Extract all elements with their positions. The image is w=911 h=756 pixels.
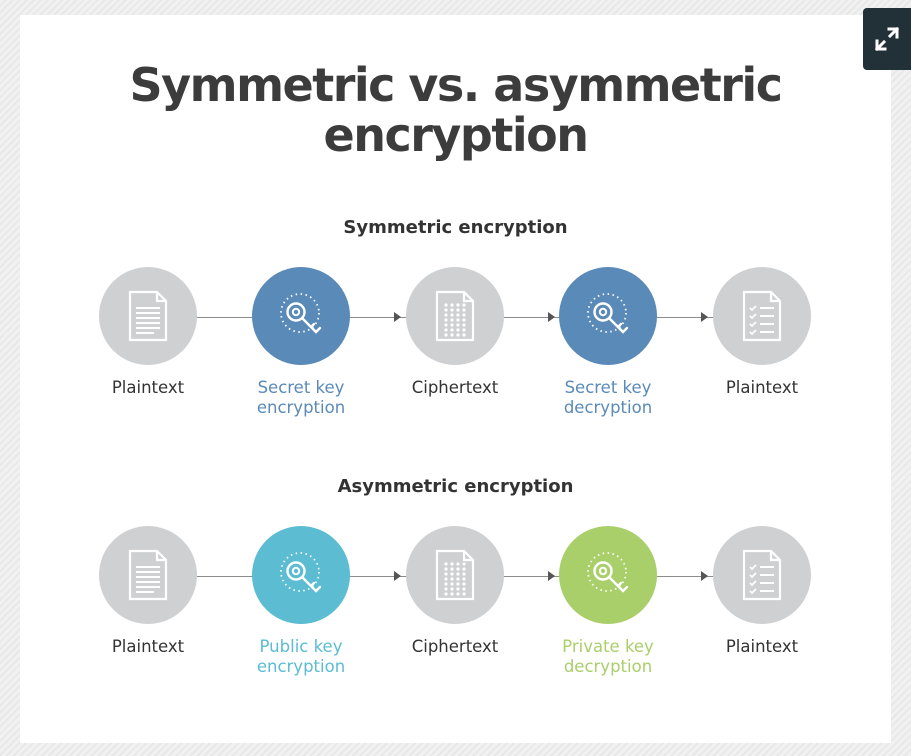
ciphertext-icon [435, 549, 475, 601]
arrow-head [394, 312, 401, 322]
checklist-icon [742, 549, 782, 601]
step-label: Plaintext [725, 378, 799, 397]
arrow-head [701, 571, 708, 581]
flow-step: Ciphertext [385, 526, 525, 657]
step-circle [559, 267, 657, 365]
key-icon [587, 293, 629, 334]
section-title-symmetric: Symmetric encryption [343, 217, 568, 238]
key-icon [280, 293, 322, 334]
expand-icon [874, 26, 900, 52]
step-label: Plaintext [111, 378, 185, 397]
key-icon [587, 552, 629, 593]
step-circle [252, 267, 350, 365]
step-label: Plaintext [111, 637, 185, 656]
flow-step: Plaintext [78, 267, 218, 398]
step-circle [252, 526, 350, 624]
flow-step: Plaintext [78, 526, 218, 657]
arrow-head [548, 571, 555, 581]
document-icon [128, 549, 168, 601]
page-title: Symmetric vs. asymmetric encryption [129, 58, 783, 162]
step-label: Ciphertext [411, 378, 499, 397]
step-circle [406, 526, 504, 624]
arrow-head [548, 312, 555, 322]
arrow-head [701, 312, 708, 322]
flow-step: Plaintext [692, 267, 832, 398]
step-circle [99, 526, 197, 624]
key-icon [280, 552, 322, 593]
ciphertext-icon [435, 290, 475, 342]
section-title-asymmetric: Asymmetric encryption [337, 476, 574, 497]
step-circle [406, 267, 504, 365]
step-circle [559, 526, 657, 624]
expand-button[interactable] [863, 8, 911, 70]
step-circle [99, 267, 197, 365]
checklist-icon [742, 290, 782, 342]
flow-step: Ciphertext [385, 267, 525, 398]
step-label: Ciphertext [411, 637, 499, 656]
step-circle [713, 526, 811, 624]
step-circle [713, 267, 811, 365]
arrow-head [394, 571, 401, 581]
step-label: Plaintext [725, 637, 799, 656]
document-icon [128, 290, 168, 342]
flow-step: Plaintext [692, 526, 832, 657]
